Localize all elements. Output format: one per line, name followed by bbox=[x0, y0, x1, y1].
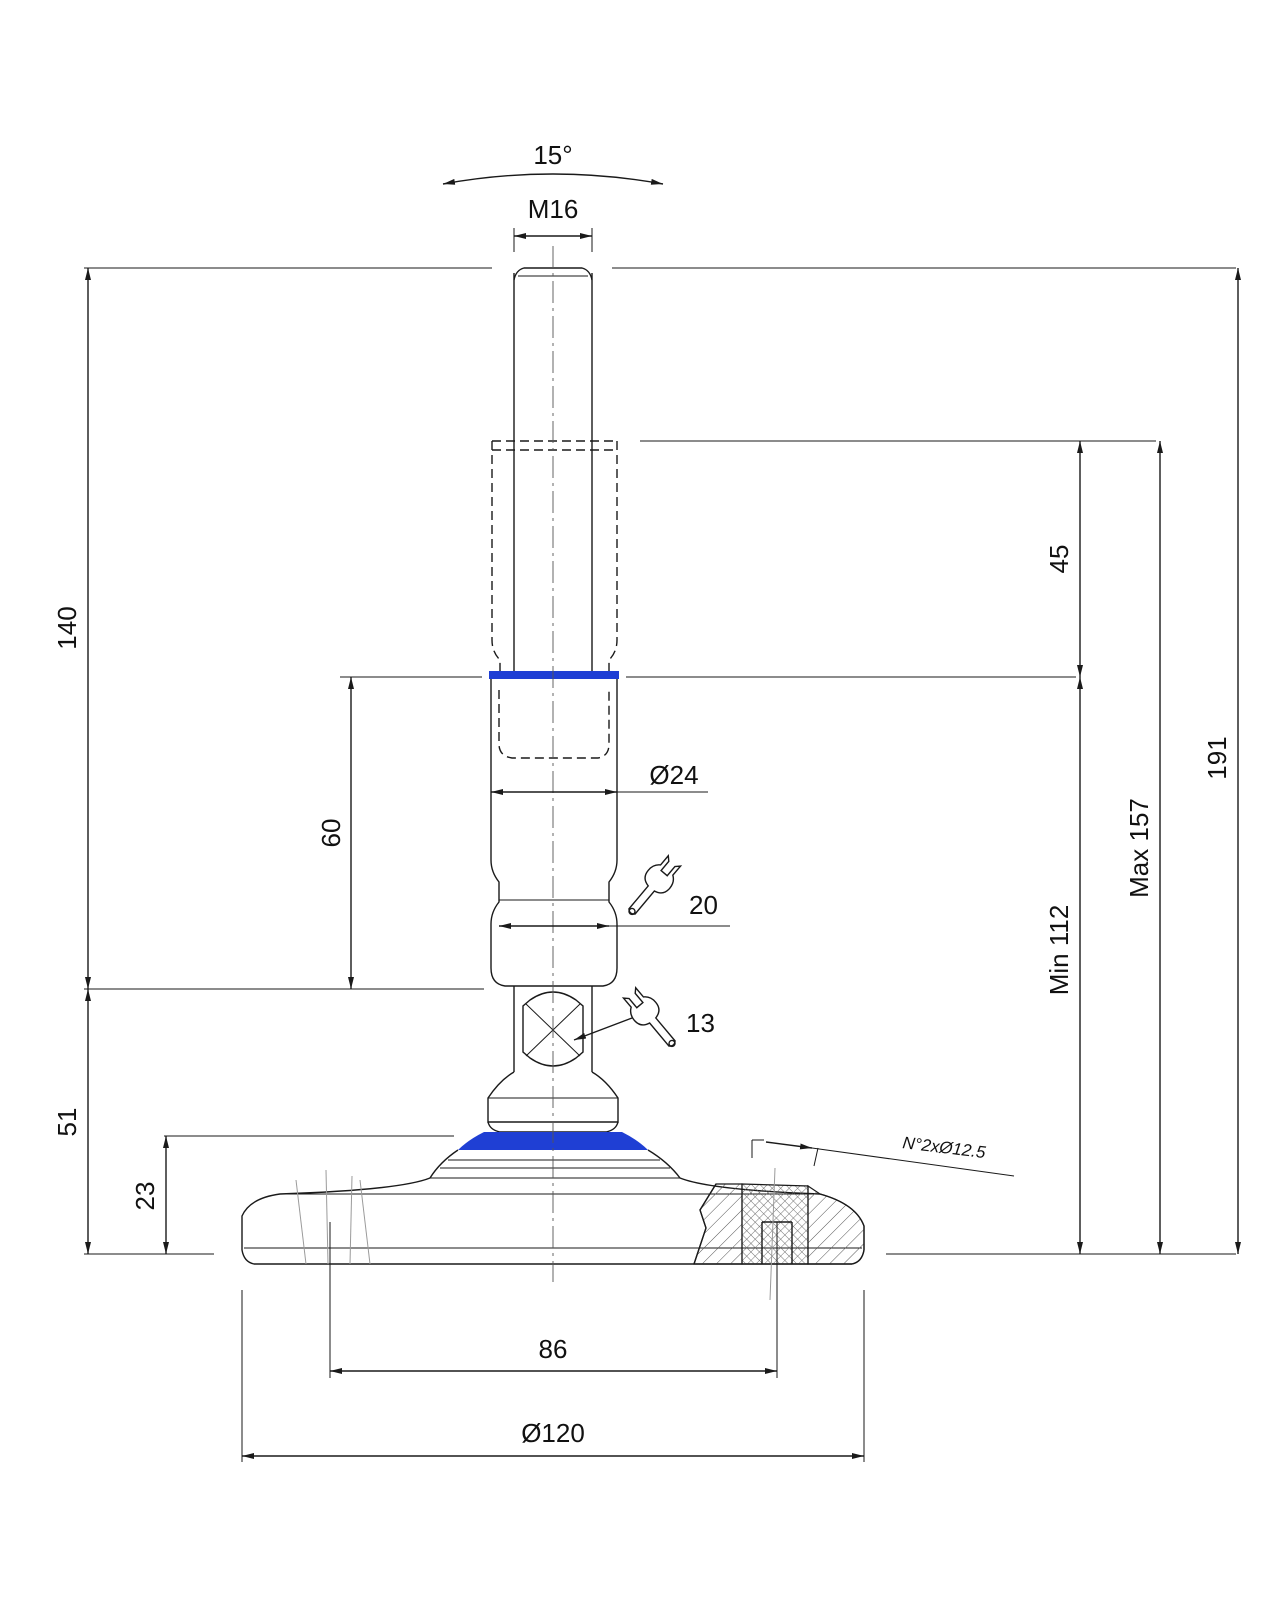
diameter-120-label: Ø120 bbox=[521, 1418, 585, 1448]
tilt-angle-label: 15° bbox=[533, 140, 572, 170]
wrench-20-callout: 20 bbox=[499, 854, 730, 929]
dim-min-label: Min 112 bbox=[1044, 905, 1074, 996]
dim-45: 45 bbox=[1044, 441, 1083, 677]
tilt-dimension: 15° bbox=[442, 140, 664, 185]
dim-60-label: 60 bbox=[316, 819, 346, 848]
dim-diameter-24: Ø24 bbox=[491, 760, 708, 795]
wrench-13-callout: 13 bbox=[573, 986, 715, 1048]
dim-max-label: Max 157 bbox=[1124, 798, 1154, 898]
dim-min: Min 112 bbox=[1044, 677, 1083, 1254]
dim-51: 51 bbox=[52, 989, 91, 1254]
wrench-icon bbox=[621, 986, 676, 1048]
thread-label: M16 bbox=[528, 194, 579, 224]
dim-45-label: 45 bbox=[1044, 545, 1074, 574]
dim-60: 60 bbox=[316, 677, 354, 989]
leveling-foot-part bbox=[241, 246, 865, 1301]
dim-diameter-120: Ø120 bbox=[241, 1290, 865, 1462]
dim-86-label: 86 bbox=[539, 1334, 568, 1364]
extension-lines bbox=[84, 267, 1236, 1255]
dim-max: Max 157 bbox=[1124, 441, 1163, 1254]
dim-86: 86 bbox=[329, 1222, 778, 1378]
wrench-20-label: 20 bbox=[689, 890, 718, 920]
diameter-24-label: Ø24 bbox=[649, 760, 698, 790]
holes-note: N°2xØ12.5 bbox=[751, 1133, 1015, 1177]
dim-51-label: 51 bbox=[52, 1108, 82, 1137]
dim-140: 140 bbox=[52, 268, 91, 989]
wrench-icon bbox=[628, 854, 683, 916]
thread-dimension: M16 bbox=[513, 194, 593, 252]
upper-seal bbox=[489, 671, 619, 679]
dim-140-label: 140 bbox=[52, 606, 82, 649]
dim-23: 23 bbox=[130, 1136, 169, 1254]
holes-note-label: N°2xØ12.5 bbox=[902, 1133, 988, 1162]
dim-23-label: 23 bbox=[130, 1182, 160, 1211]
wrench-13-label: 13 bbox=[686, 1008, 715, 1038]
dim-191-label: 191 bbox=[1202, 736, 1232, 779]
adjuster-body bbox=[490, 679, 618, 987]
base-section bbox=[693, 1167, 865, 1301]
dim-191: 191 bbox=[1202, 268, 1241, 1254]
extension-phantom bbox=[491, 440, 618, 672]
